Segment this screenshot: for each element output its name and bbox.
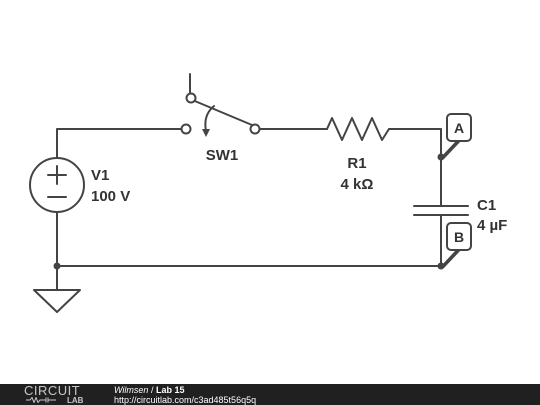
probe-b-box xyxy=(446,222,472,251)
circuitlab-logo-icon xyxy=(26,397,56,403)
capacitor-value-label: 4 µF xyxy=(477,217,507,234)
footer-title[interactable]: Lab 15 xyxy=(155,385,185,395)
junction-bottom-left xyxy=(53,262,61,270)
ground-symbol xyxy=(33,289,81,313)
probe-a-lead xyxy=(441,141,461,159)
switch-terminal-left xyxy=(180,123,192,135)
switch-arrow-head xyxy=(202,129,210,137)
resistor-value-label: 4 kΩ xyxy=(341,176,374,193)
probe-a-box xyxy=(446,113,472,142)
probe-a[interactable]: A xyxy=(441,113,472,159)
footer-title-line: Wilmsen / Lab 15 xyxy=(114,385,185,395)
probe-b-label: B xyxy=(454,229,464,245)
footer-separator: / xyxy=(150,385,154,395)
voltage-source-circle xyxy=(29,157,85,213)
probe-b-lead xyxy=(441,250,461,268)
probe-b[interactable]: B xyxy=(441,222,472,268)
capacitor-name-label: C1 xyxy=(477,197,496,214)
circuitlab-logo-sub: LAB xyxy=(67,396,84,405)
wire-left-top xyxy=(56,128,185,159)
probe-a-label: A xyxy=(454,120,464,136)
source-value-label: 100 V xyxy=(91,188,130,205)
resistor-name-label: R1 xyxy=(347,155,366,172)
wire-resistor-cap xyxy=(388,128,442,206)
switch-terminal-right xyxy=(249,123,261,135)
switch-arrow-arc xyxy=(204,105,215,132)
resistor-zigzag xyxy=(326,117,390,141)
switch-pivot xyxy=(185,92,197,104)
footer-author[interactable]: Wilmsen xyxy=(114,385,149,395)
switch-name-label: SW1 xyxy=(206,147,239,164)
footer-url[interactable]: http://circuitlab.com/c3ad485t56q5q xyxy=(114,395,257,405)
voltage-source-plus xyxy=(47,165,67,185)
switch-blade xyxy=(189,98,253,126)
circuitlab-logo-text: CIRCUIT xyxy=(24,383,81,398)
footer-bar: CIRCUIT LAB Wilmsen / Lab 15 http://circ… xyxy=(0,384,540,405)
source-name-label: V1 xyxy=(91,167,109,184)
